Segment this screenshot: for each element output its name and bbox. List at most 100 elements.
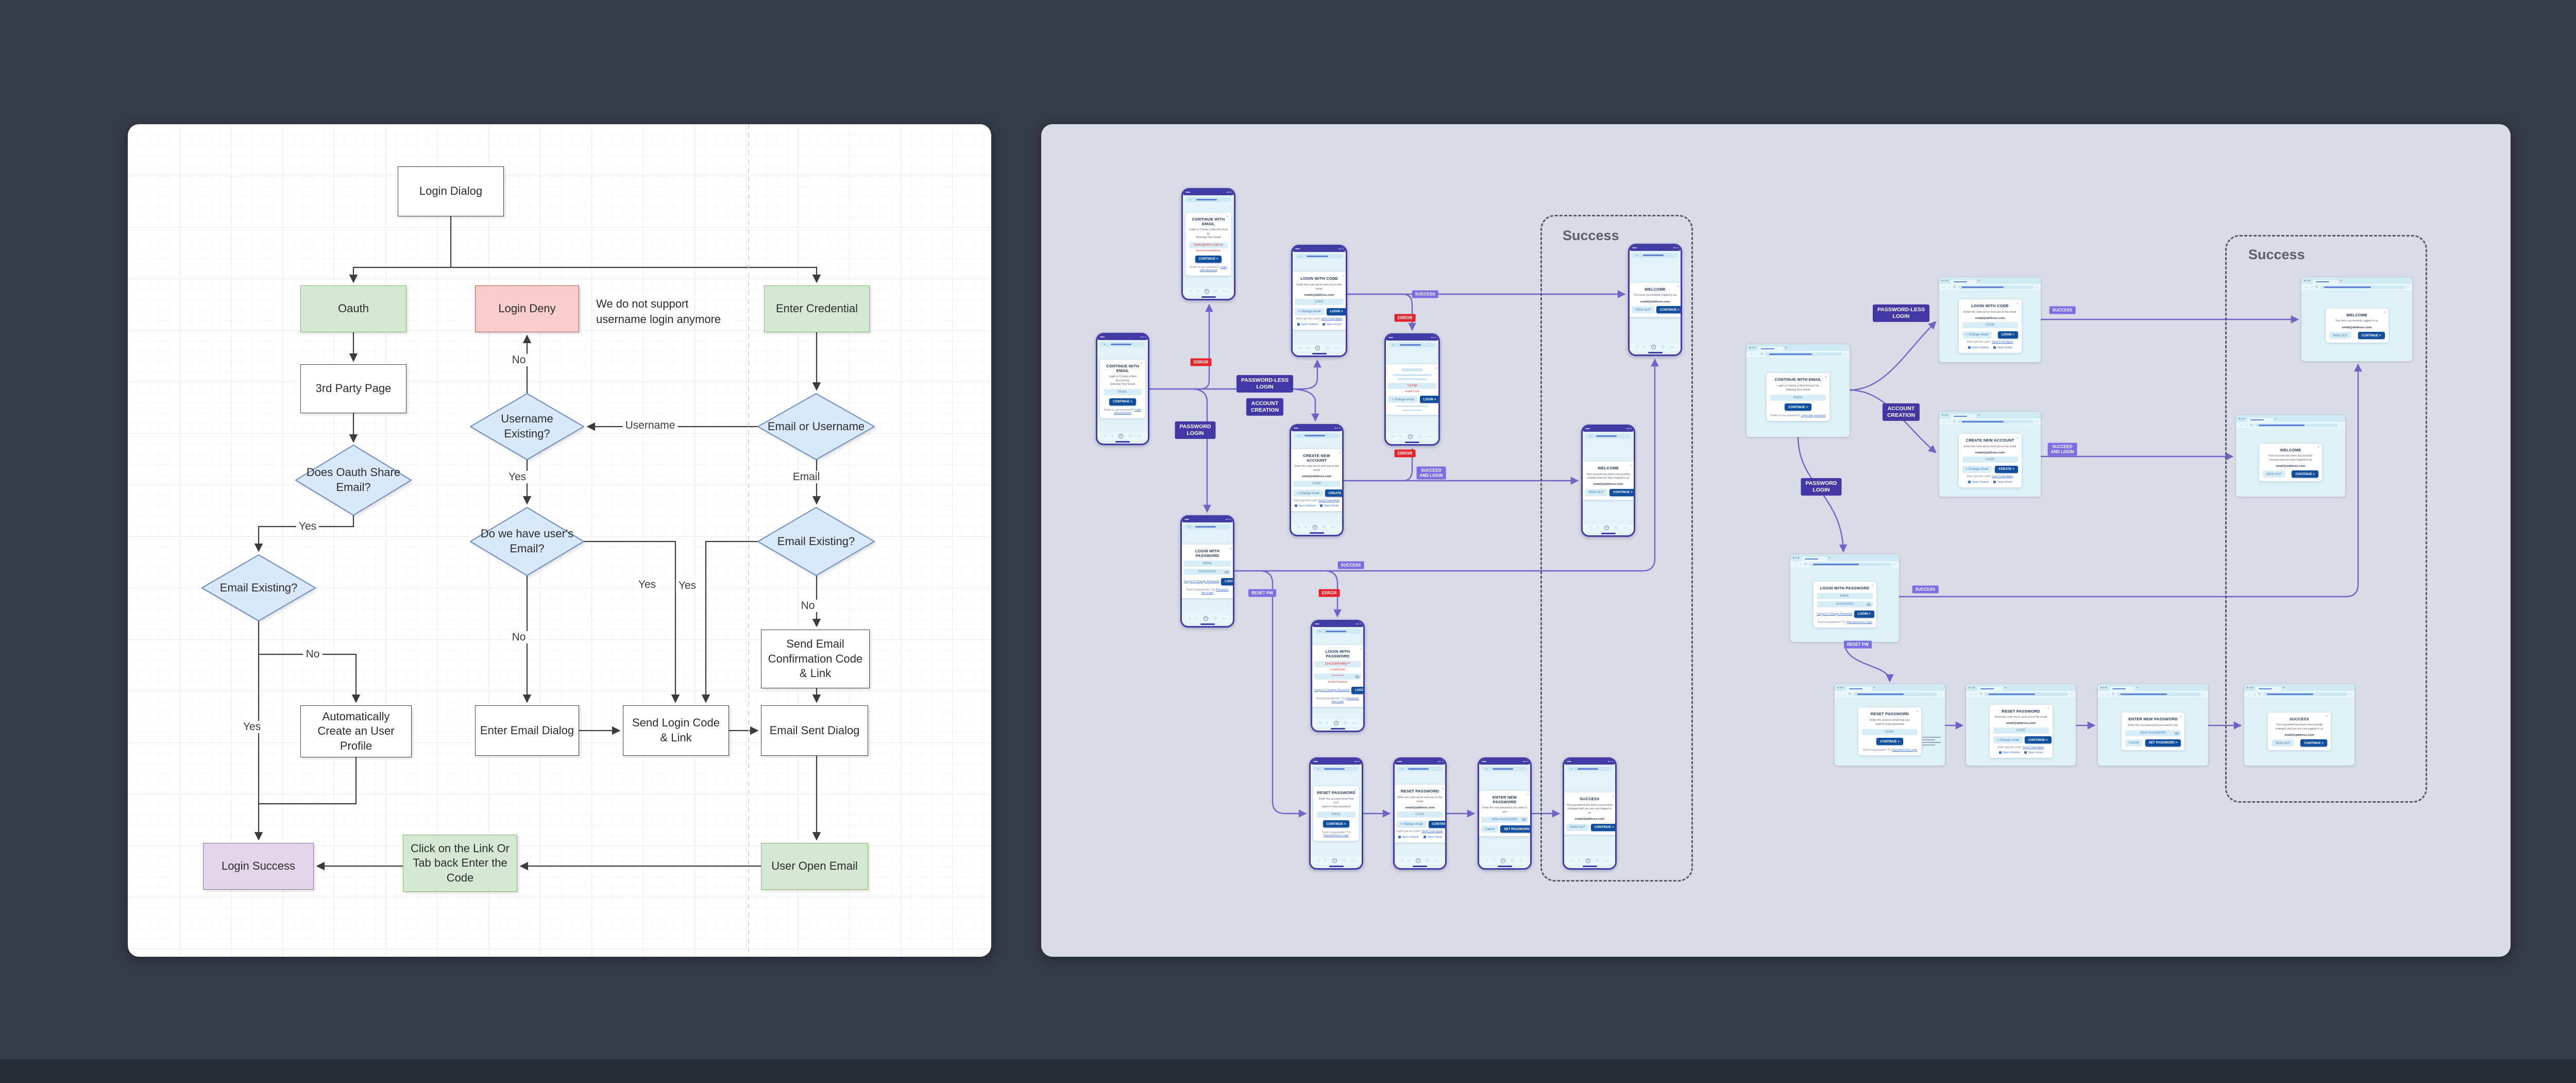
node-send-email-confirmation[interactable]: Send Email Confirmation Code & Link <box>761 630 870 688</box>
button-forgot-it-change-password[interactable]: Forgot it? Change Password <box>1817 612 1852 616</box>
nav-arrow-icon[interactable]: › <box>1409 859 1410 862</box>
link-send-code-again[interactable]: Send Code Again <box>1318 499 1340 502</box>
nav-icon[interactable]: ↻ <box>2112 692 2115 696</box>
nav-new-tab-icon[interactable]: + <box>1204 289 1209 294</box>
button-continue[interactable]: CONTINUE > <box>2300 739 2327 747</box>
nav-new-tab-icon[interactable]: + <box>1203 616 1208 621</box>
button-change-email[interactable]: < Change email <box>1293 489 1323 497</box>
nav-icon[interactable]: ↻ <box>1849 692 1852 696</box>
nav-icon[interactable]: ← <box>2304 285 2308 289</box>
button-forgot-it-change-password[interactable]: Forgot it? Change Password <box>1314 688 1350 692</box>
input-password[interactable]: PASSWORD <box>1817 601 1873 607</box>
browser-tab[interactable] <box>1977 686 2003 691</box>
new-tab-icon[interactable]: + <box>2274 416 2277 421</box>
nav-icon[interactable]: ↻ <box>2250 424 2253 427</box>
nav-arrow-icon[interactable]: ‹ <box>1571 859 1573 862</box>
nav-arrow-icon[interactable]: › <box>1307 346 1309 350</box>
nav-tabs-icon[interactable]: □ <box>1596 859 1599 862</box>
browser-tab[interactable] <box>1950 414 1976 418</box>
nav-new-tab-icon[interactable]: + <box>1408 434 1413 439</box>
footer-link[interactable]: Login with password <box>1199 266 1227 273</box>
button-change-email[interactable]: < Change email <box>1388 396 1418 403</box>
link-open-gmail[interactable]: Open Gmail <box>1320 504 1338 507</box>
browser-url-bar[interactable]: ←→↻○ <box>1747 351 1850 357</box>
nav-arrow-icon[interactable]: ‹ <box>1298 526 1300 529</box>
nav-tabs-icon[interactable]: □ <box>1323 526 1326 529</box>
nav-icon[interactable]: ← <box>1793 562 1797 566</box>
link-open-outlook[interactable]: Open Outlook <box>1297 323 1318 326</box>
input-email[interactable]: EMAIL <box>1104 389 1142 396</box>
button-continue[interactable]: CONTINUE > <box>2358 332 2385 340</box>
node-user-open-email[interactable]: User Open Email <box>761 843 868 890</box>
button-sign-out[interactable]: SIGN OUT <box>1566 823 1589 831</box>
link-open-outlook[interactable]: Open Outlook <box>1968 481 1989 484</box>
new-tab-icon[interactable]: + <box>1785 345 1788 350</box>
nav-icon[interactable]: → <box>2106 692 2110 696</box>
browser-tab[interactable] <box>1845 686 1872 691</box>
nav-new-tab-icon[interactable]: + <box>1651 345 1656 349</box>
link-open-outlook[interactable]: Open Outlook <box>1398 836 1419 839</box>
nav-arrow-icon[interactable]: › <box>1326 721 1328 725</box>
node-login-deny[interactable]: Login Deny <box>475 285 579 332</box>
node-email-existing-left[interactable]: Email Existing? <box>201 554 316 621</box>
footer-link[interactable]: Password-less Login <box>1892 748 1918 752</box>
nav-more-icon[interactable]: ⋯ <box>1223 290 1227 294</box>
nav-icon[interactable]: ↻ <box>1980 692 1983 696</box>
new-tab-icon[interactable]: + <box>2340 278 2343 283</box>
nav-arrow-icon[interactable]: › <box>1197 290 1199 293</box>
nav-icon[interactable]: ↻ <box>2315 285 2318 289</box>
nav-arrow-icon[interactable]: ‹ <box>1317 859 1319 862</box>
input-email[interactable]: EMAIL <box>1862 729 1918 735</box>
nav-tabs-icon[interactable]: □ <box>1214 617 1216 620</box>
nav-new-tab-icon[interactable]: + <box>1333 721 1338 725</box>
link-open-outlook[interactable]: Open Outlook <box>1999 751 2020 754</box>
new-tab-icon[interactable]: + <box>2004 685 2007 690</box>
button-sign-out[interactable]: SIGN OUT <box>2272 739 2294 747</box>
button-sign-out[interactable]: SIGN OUT <box>1585 488 1607 496</box>
browser-tab[interactable] <box>1801 556 1827 561</box>
nav-more-icon[interactable]: ⋯ <box>1670 345 1674 349</box>
nav-more-icon[interactable]: ⋯ <box>1334 346 1338 350</box>
new-tab-icon[interactable]: + <box>1828 555 1832 560</box>
nav-more-icon[interactable]: ⋯ <box>1427 435 1431 439</box>
node-third-party-page[interactable]: 3rd Party Page <box>300 364 406 413</box>
nav-icon[interactable]: ↻ <box>1953 285 1956 289</box>
node-send-login-code-link[interactable]: Send Login Code & Link <box>623 705 729 756</box>
button-continue[interactable]: CONTINUE > <box>1785 403 1811 411</box>
nav-arrow-icon[interactable]: ‹ <box>1300 346 1301 350</box>
link-send-code-again[interactable]: Send Code Again <box>1992 475 2013 479</box>
input-email[interactable]: EMAIL <box>1817 593 1873 599</box>
node-click-on-link[interactable]: Click on the Link Or Tab back Enter the … <box>403 835 517 892</box>
input-code[interactable]: CODE <box>1962 456 2018 463</box>
button-change-email[interactable]: < Change email <box>1397 820 1427 828</box>
nav-tabs-icon[interactable]: □ <box>1326 346 1329 350</box>
button-login[interactable]: LOGIN > <box>1326 308 1346 315</box>
browser-url-bar[interactable]: ←→↻○ <box>1790 561 1899 567</box>
browser-url-bar[interactable]: ←→↻○ <box>1939 418 2041 425</box>
input-code[interactable]: CODE <box>1295 299 1344 306</box>
nav-tabs-icon[interactable]: □ <box>1344 721 1347 725</box>
nav-icon[interactable]: ← <box>2247 692 2251 696</box>
button-create[interactable]: CREATE > <box>1325 489 1342 497</box>
nav-more-icon[interactable]: ⋯ <box>1331 526 1335 530</box>
nav-icon[interactable]: ↻ <box>1760 352 1764 356</box>
phone-url-bar[interactable] <box>1397 767 1443 771</box>
new-tab-icon[interactable]: + <box>1873 685 1876 690</box>
input-code[interactable]: CODE <box>1962 322 2018 329</box>
new-tab-icon[interactable]: + <box>2136 685 2139 690</box>
phone-url-bar[interactable] <box>1313 767 1359 771</box>
nav-arrow-icon[interactable]: › <box>1643 345 1646 349</box>
input-new-password[interactable]: NEW PASSWORD <box>2125 730 2181 737</box>
button-continue[interactable]: CONTINUE > <box>1323 820 1350 828</box>
button-login[interactable]: LOGIN > <box>1419 396 1438 403</box>
nav-icon[interactable]: ← <box>2239 423 2243 427</box>
button-login[interactable]: LOGIN > <box>1997 331 2018 339</box>
